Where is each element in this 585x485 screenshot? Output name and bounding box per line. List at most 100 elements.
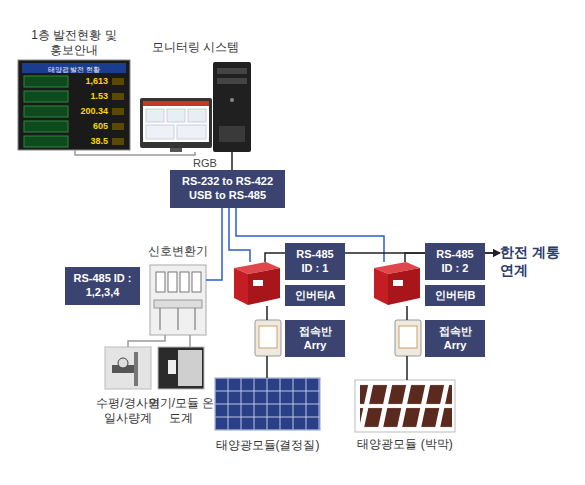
board-value: 1,613 [70, 76, 108, 87]
temperature-photo [158, 347, 204, 389]
connector [266, 306, 268, 320]
inverter: RS-485 ID : 1인버터A [232, 262, 280, 306]
connector [229, 208, 250, 262]
inverter-logo [393, 280, 403, 286]
pyranometer-dome [118, 358, 128, 368]
converter-box: RS-232 to RS-422 USB to RS-485 [170, 170, 285, 208]
junction-box [395, 320, 421, 356]
sensor-caption: 외기/모듈 온도계 [146, 396, 216, 426]
board-value: 200.34 [70, 106, 108, 117]
junction-box [255, 320, 281, 356]
breaker [156, 272, 165, 292]
junction-box: 접속반 Arry [255, 320, 281, 356]
irradiance-photo [105, 347, 151, 389]
converter-caption: 신호변환기 [138, 244, 218, 259]
irradiance-sensor: 수평/경사면 일사량계 [105, 347, 151, 389]
inverter-name: 인버터B [425, 285, 485, 306]
board-unit [112, 138, 124, 145]
inverter-id: RS-485 ID : 2 [425, 243, 485, 280]
connector [206, 208, 222, 280]
junction-panel [259, 326, 277, 348]
drive-bay [217, 68, 247, 74]
board-unit [112, 78, 124, 85]
tower-vent [219, 126, 245, 142]
inverter-logo [253, 280, 263, 286]
inverter-side [234, 268, 248, 305]
board-row [24, 136, 68, 147]
junction-box: 접속반 Arry [395, 320, 421, 356]
sensor-pole [134, 352, 138, 386]
screen-widget [146, 125, 174, 139]
board-value: 605 [70, 121, 108, 132]
power-button [230, 98, 234, 102]
inverter-front [388, 268, 420, 305]
monitor-stand [170, 148, 182, 152]
solar-array: 태양광모듈 (박막) [355, 380, 455, 432]
board-unit [112, 93, 124, 100]
board-caption: 1층 발전현황 및 홍보안내 [29, 28, 119, 58]
screen-widget [167, 109, 185, 122]
connector-label: RGB [193, 157, 217, 169]
array-caption: 태양광모듈 (박막) [347, 437, 463, 452]
breaker [180, 272, 189, 292]
connector [406, 306, 408, 320]
board-value: 1.53 [70, 91, 108, 102]
board-unit [112, 108, 124, 115]
terminal-strip [154, 300, 202, 308]
thin-film-panel [360, 383, 452, 429]
pc-caption: 모니터링 시스템 [140, 40, 251, 55]
connector [189, 335, 191, 347]
grid-connection: 한전 계통연계 [500, 244, 566, 284]
cabinet [150, 265, 206, 335]
inverter-id: RS-485 ID : 1 [285, 243, 345, 280]
connector [75, 150, 195, 155]
connector [406, 356, 408, 380]
junction-label: 접속반 Arry [285, 320, 345, 357]
junction-label: 접속반 Arry [425, 320, 485, 357]
array-caption: 태양광모듈(결정질) [205, 438, 330, 453]
id-box: RS-485 ID : 1,2,3,4 [65, 267, 140, 305]
monitoring-pc: 모니터링 시스템 [140, 62, 251, 152]
converter-label: RS-232 to RS-422 USB to RS-485 [170, 170, 285, 208]
breaker [168, 272, 177, 292]
signal-converter: 신호변환기 [150, 265, 206, 335]
connector [266, 356, 268, 378]
temperature-sensor: 외기/모듈 온도계 [158, 347, 204, 389]
drive-bay [217, 78, 247, 84]
inverter: RS-485 ID : 2인버터B [372, 262, 420, 306]
screen-header [143, 101, 209, 106]
board-row [24, 76, 68, 87]
cabinet-wire [160, 308, 161, 330]
crystalline-panel [215, 378, 320, 430]
screen-widget [188, 109, 206, 122]
connector [128, 335, 165, 347]
monitor [140, 98, 212, 148]
connector [231, 152, 233, 170]
id-label: RS-485 ID : 1,2,3,4 [65, 267, 140, 305]
inverter-side [374, 268, 388, 305]
board-row [24, 91, 68, 102]
pc-tower [213, 62, 251, 152]
cabinet-wire [195, 308, 196, 330]
led-display-board: 1층 발전현황 및 홍보안내 [18, 62, 130, 150]
board-unit [112, 123, 124, 130]
inverter-front [248, 268, 280, 305]
junction-panel [399, 326, 417, 348]
solar-array: 태양광모듈(결정질) [215, 378, 320, 430]
cabinet-wire [178, 308, 179, 330]
board-title: 태양광 발전 현황 [22, 64, 126, 75]
thermometer [168, 360, 176, 374]
wall [178, 350, 202, 386]
screen-widget [177, 125, 206, 139]
monitor-screen [143, 101, 209, 142]
thin-film-frame [355, 380, 455, 432]
inverter-name: 인버터A [285, 285, 345, 306]
board-row [24, 121, 68, 132]
grid-label: 한전 계통연계 [500, 244, 566, 279]
board-value: 38.5 [70, 136, 108, 147]
board-frame [18, 60, 130, 150]
breaker [192, 272, 201, 292]
screen-widget [146, 109, 164, 122]
board-row [24, 106, 68, 117]
